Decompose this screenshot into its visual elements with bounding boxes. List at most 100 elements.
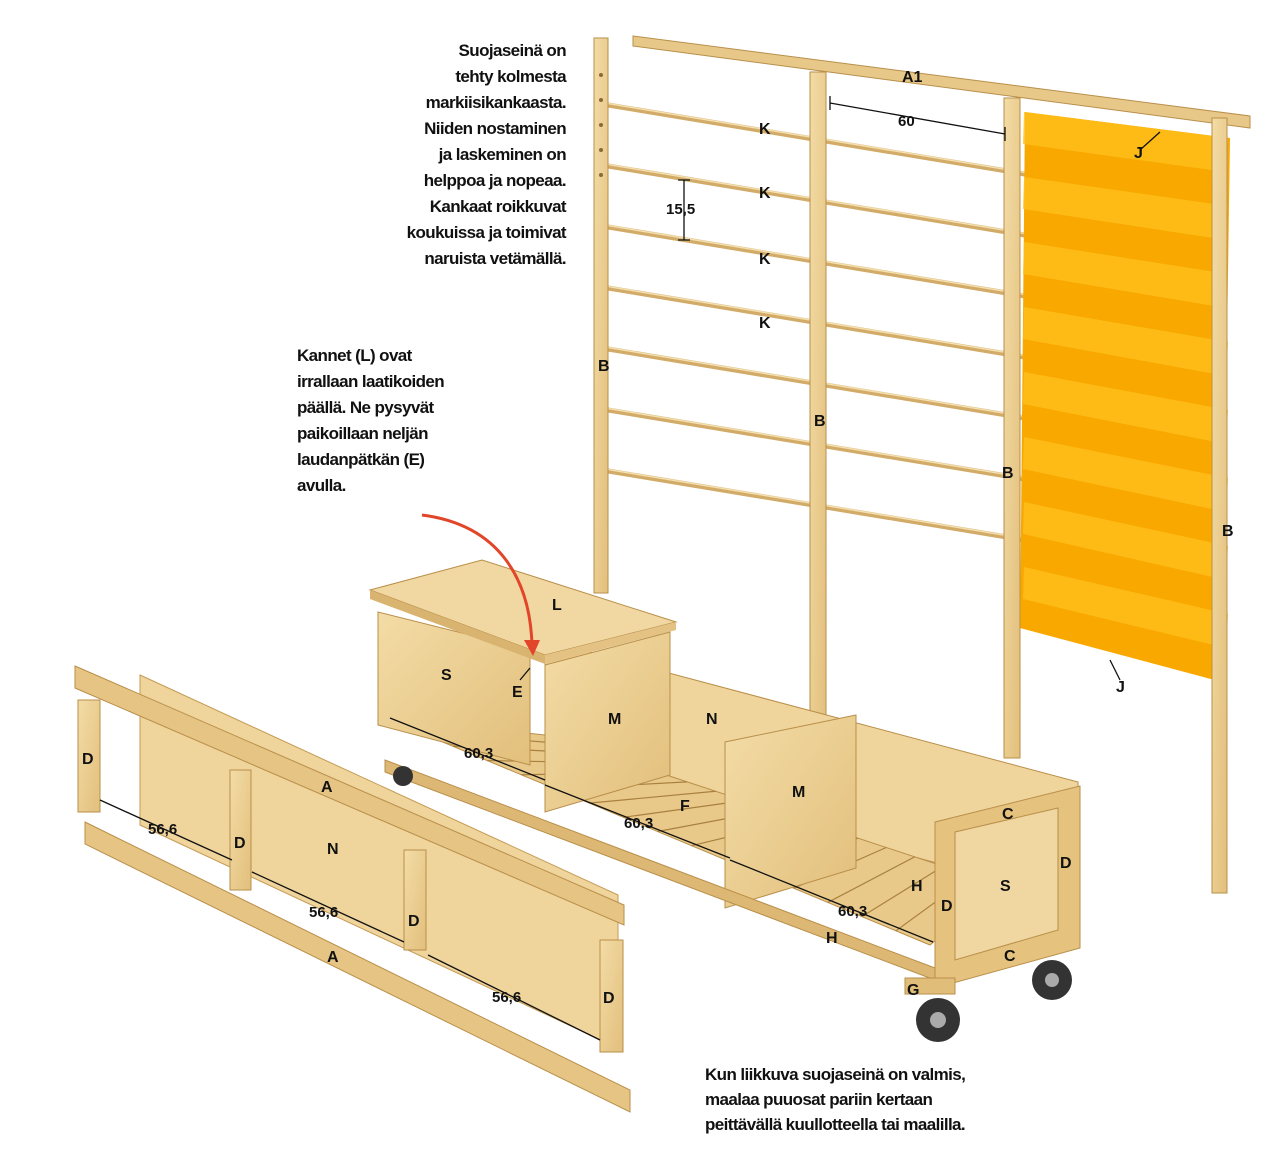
label-k: K bbox=[759, 121, 771, 138]
wheel bbox=[393, 766, 413, 786]
note-line: peittävällä kuullotteella tai maalilla. bbox=[705, 1115, 966, 1134]
note-screen-description: Suojaseinä on tehty kolmesta markiisikan… bbox=[406, 38, 567, 272]
wheel bbox=[1032, 960, 1072, 1000]
label-s: S bbox=[441, 667, 452, 684]
dim-56-6: 56,6 bbox=[309, 904, 338, 921]
post-b-4 bbox=[1211, 117, 1228, 894]
label-e: E bbox=[512, 684, 523, 701]
label-d: D bbox=[82, 751, 94, 768]
dim-56-6: 56,6 bbox=[492, 989, 521, 1006]
trough bbox=[368, 559, 1081, 1042]
top-rail-a1 bbox=[632, 35, 1251, 129]
fabric-stripe bbox=[1023, 437, 1228, 512]
post-d-2 bbox=[229, 769, 252, 891]
label-a: A bbox=[327, 949, 339, 966]
note-line: irrallaan laatikoiden bbox=[297, 372, 445, 391]
dim-60-3: 60,3 bbox=[838, 903, 867, 920]
fabric-stripe bbox=[1023, 177, 1228, 240]
label-b: B bbox=[1002, 465, 1014, 482]
rail-a-top bbox=[74, 665, 625, 926]
post-b-1 bbox=[593, 37, 609, 594]
label-l: L bbox=[552, 597, 562, 614]
floor-slat-gap bbox=[861, 865, 944, 918]
label-d: D bbox=[408, 913, 420, 930]
note-line: paikoillaan neljän bbox=[297, 424, 429, 443]
floor-slat-gap bbox=[623, 800, 745, 818]
note-line: päällä. Ne pysyvät bbox=[297, 398, 434, 417]
dim-56-6: 56,6 bbox=[148, 821, 177, 838]
note-line: naruista vetämällä. bbox=[424, 249, 566, 268]
lid-l-edge bbox=[370, 590, 545, 664]
fabric-stripe bbox=[1023, 307, 1228, 376]
fabric-stripe bbox=[1023, 112, 1228, 172]
label-d: D bbox=[234, 835, 246, 852]
fabric-stripe bbox=[1023, 372, 1228, 444]
label-n: N bbox=[327, 841, 339, 858]
note-line: Kankaat roikkuvat bbox=[429, 197, 567, 216]
dimension-lines bbox=[99, 96, 1161, 1041]
floor-slat-gap bbox=[827, 856, 915, 903]
post-holes bbox=[599, 73, 603, 177]
post-b-3 bbox=[1003, 97, 1021, 759]
note-line: helppoa ja nopeaa. bbox=[423, 171, 567, 190]
dim-15-5: 15,5 bbox=[666, 201, 695, 218]
label-n: N bbox=[706, 711, 718, 728]
label-k: K bbox=[759, 251, 771, 268]
label-k: K bbox=[759, 185, 771, 202]
dim-60-3: 60,3 bbox=[624, 815, 653, 832]
note-line: Niiden nostaminen bbox=[424, 119, 566, 138]
red-arrow-icon bbox=[421, 513, 540, 656]
note-line: laudanpätkän (E) bbox=[297, 450, 425, 469]
label-k: K bbox=[759, 315, 771, 332]
label-b: B bbox=[814, 413, 826, 430]
fabric-stripe bbox=[1023, 567, 1228, 648]
label-h: H bbox=[911, 878, 923, 895]
label-j: J bbox=[1116, 679, 1125, 696]
label-b: B bbox=[598, 358, 610, 375]
screen-frame bbox=[593, 35, 1251, 894]
label-b: B bbox=[1222, 523, 1234, 540]
dim-60-3: 60,3 bbox=[464, 745, 493, 762]
note-line: Kun liikkuva suojaseinä on valmis, bbox=[705, 1065, 966, 1084]
label-m: M bbox=[792, 784, 805, 801]
end-panel-s bbox=[954, 807, 1059, 961]
label-d: D bbox=[1060, 855, 1072, 872]
label-g: G bbox=[907, 982, 919, 999]
post-d-3 bbox=[403, 849, 427, 951]
label-a: A bbox=[321, 779, 333, 796]
floor-slat-gap bbox=[589, 790, 716, 804]
label-j: J bbox=[1134, 145, 1143, 162]
note-lids: Kannet (L) ovat irrallaan laatikoiden pä… bbox=[297, 343, 445, 499]
part-labels: A1 K K K K J J B B B B L S E M N M F C D… bbox=[82, 69, 1234, 1007]
label-h: H bbox=[826, 930, 838, 947]
note-line: tehty kolmesta bbox=[455, 67, 566, 86]
post-d-4 bbox=[599, 939, 624, 1053]
wheel bbox=[916, 998, 960, 1042]
note-line: Kannet (L) ovat bbox=[297, 346, 412, 365]
block-g bbox=[904, 977, 956, 995]
fabric-stripes bbox=[1023, 112, 1228, 648]
label-a1: A1 bbox=[902, 69, 923, 86]
fabric-stripe bbox=[1023, 242, 1228, 308]
label-c: C bbox=[1002, 806, 1014, 823]
label-d: D bbox=[603, 990, 615, 1007]
rail-a-bottom bbox=[84, 821, 631, 1113]
note-line: ja laskeminen on bbox=[438, 145, 567, 164]
label-s: S bbox=[1000, 878, 1011, 895]
dim-60: 60 bbox=[898, 113, 915, 130]
lid-l-edge-2 bbox=[545, 622, 676, 664]
note-line: avulla. bbox=[297, 476, 346, 495]
fabric-stripe bbox=[1023, 502, 1228, 580]
label-f: F bbox=[680, 798, 690, 815]
exploded-front bbox=[74, 665, 631, 1113]
note-painting: Kun liikkuva suojaseinä on valmis, maala… bbox=[705, 1062, 966, 1137]
divider-m-2 bbox=[724, 714, 857, 909]
label-d: D bbox=[941, 898, 953, 915]
divider-m-1 bbox=[544, 631, 671, 813]
note-line: Suojaseinä on bbox=[458, 41, 567, 60]
note-line: maalaa puuosat pariin kertaan bbox=[705, 1090, 933, 1109]
label-c: C bbox=[1004, 948, 1016, 965]
post-d-1 bbox=[77, 699, 101, 813]
note-line: koukuissa ja toimivat bbox=[406, 223, 567, 242]
